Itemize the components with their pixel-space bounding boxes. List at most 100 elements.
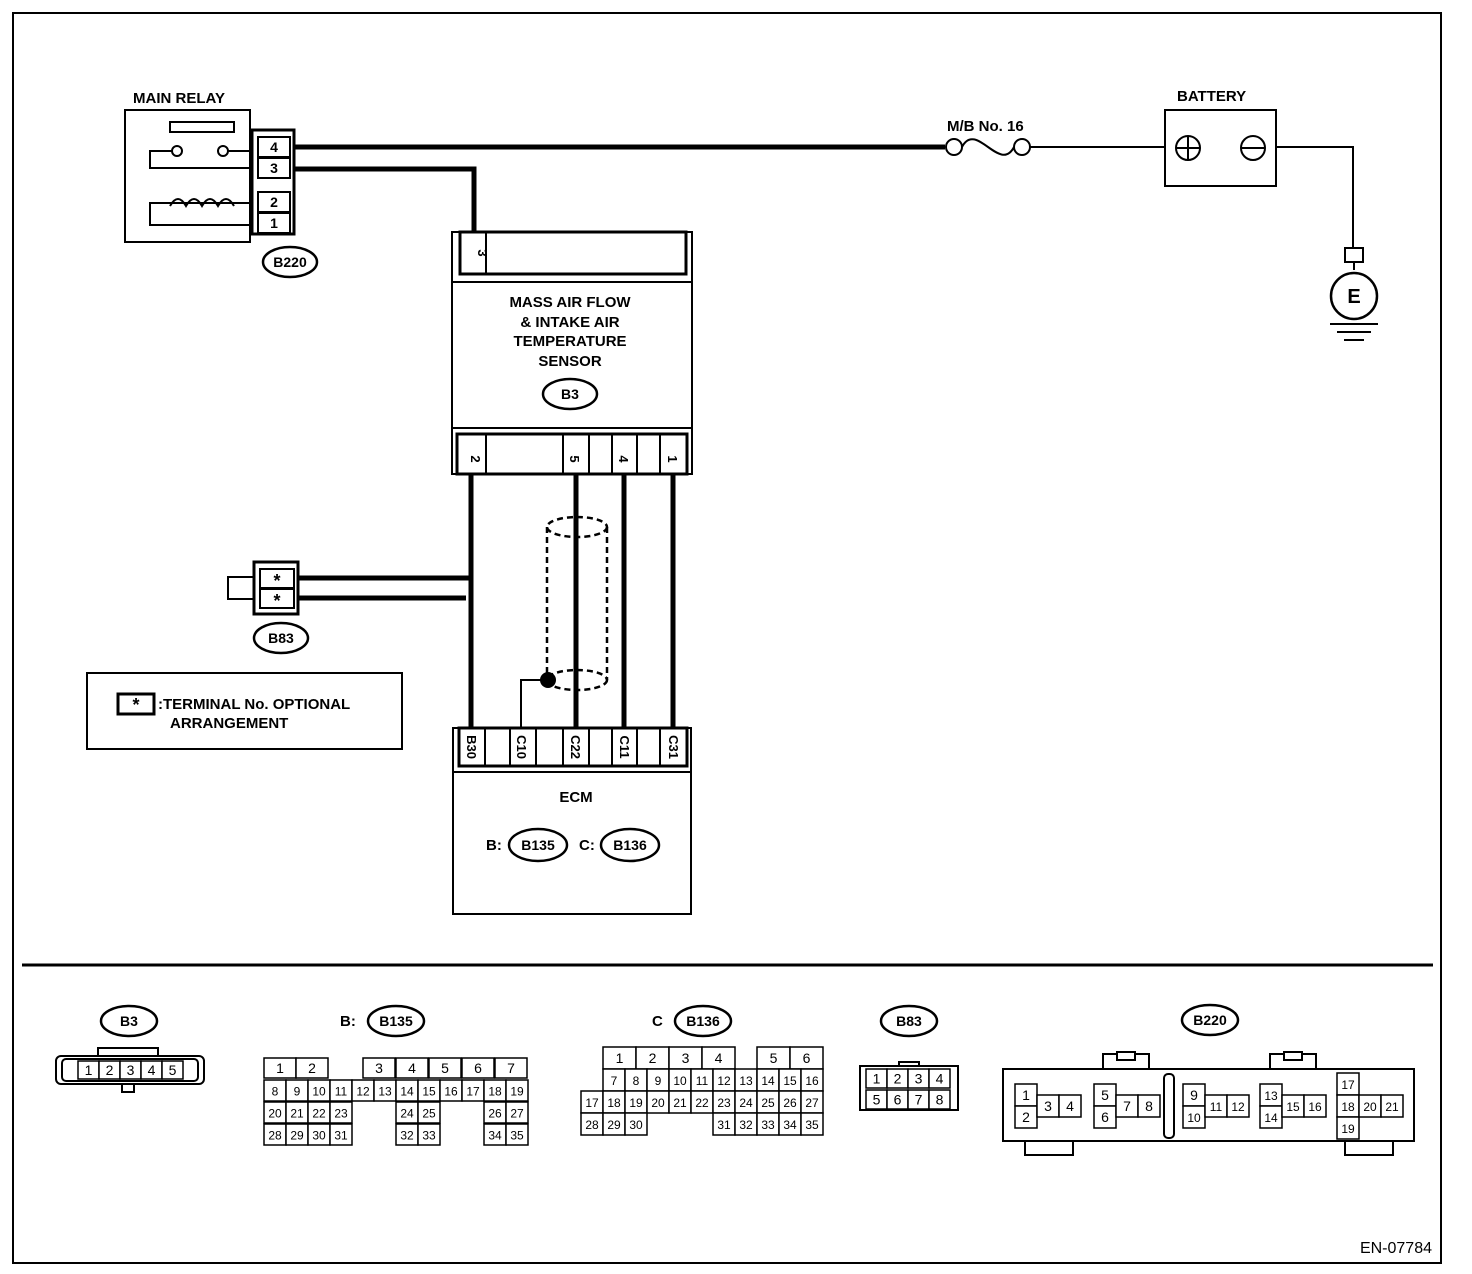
b83-view-pin-7: 7 xyxy=(915,1092,923,1108)
b135-pin-7: 7 xyxy=(507,1060,515,1076)
main-relay-title: MAIN RELAY xyxy=(133,90,225,107)
b136-pin-9: 9 xyxy=(655,1074,662,1088)
b135-pin-30: 30 xyxy=(312,1129,326,1143)
b136-pin-11: 11 xyxy=(696,1074,709,1088)
b135-pin-7-cell xyxy=(494,1057,528,1079)
b136-view-badge: B136 xyxy=(686,1013,720,1029)
b135-pin-10: 10 xyxy=(312,1085,326,1099)
b136-pin-13: 13 xyxy=(739,1074,753,1088)
b135-pin-3-cell xyxy=(362,1057,396,1079)
b3-view-pin-5: 5 xyxy=(169,1062,177,1078)
ecm-b-prefix: B: xyxy=(486,837,502,854)
b135-pin-5-cell xyxy=(428,1057,462,1079)
b220-view-pin-2: 2 xyxy=(1022,1109,1030,1125)
legend: * :TERMINAL No. OPTIONAL ARRANGEMENT xyxy=(86,672,403,750)
b136-pin-31: 31 xyxy=(717,1118,731,1132)
ecm-title: ECM xyxy=(559,789,592,806)
ecm-c-connector-badge: B136 xyxy=(613,837,647,853)
b135-pin-25-cell xyxy=(417,1101,441,1124)
b83-view-pin-1: 1 xyxy=(873,1071,881,1087)
b220-view-pin-11: 11 xyxy=(1210,1100,1223,1114)
b83-connector: * * B83 xyxy=(227,560,310,655)
b135-pin-35: 35 xyxy=(510,1129,524,1143)
b135-pin-2: 2 xyxy=(308,1060,316,1076)
b135-pin-31-cell xyxy=(329,1123,353,1146)
b136-pin-21: 21 xyxy=(673,1096,687,1110)
b136-pin-28: 28 xyxy=(585,1118,599,1132)
b3-view-badge: B3 xyxy=(120,1013,138,1029)
b83-view-pin-2: 2 xyxy=(894,1071,902,1087)
b136-pin-4: 4 xyxy=(715,1050,723,1066)
b220-view-pin-5: 5 xyxy=(1101,1087,1109,1103)
b135-pin-18: 18 xyxy=(488,1085,502,1099)
b83-view-pin-6: 6 xyxy=(894,1092,902,1108)
b135-pin-22: 22 xyxy=(312,1107,326,1121)
b135-pin-19: 19 xyxy=(510,1085,524,1099)
ground-icon xyxy=(1329,271,1379,321)
b136-pin-5: 5 xyxy=(770,1050,778,1066)
b220-view-pin-4-cell xyxy=(1058,1094,1082,1118)
b135-pin-8: 8 xyxy=(272,1085,279,1099)
b136-pin-34: 34 xyxy=(783,1118,797,1132)
maf-title-line-3: TEMPERATURE xyxy=(513,333,626,350)
b220-view-pin-3: 3 xyxy=(1044,1098,1052,1114)
b135-pin-4: 4 xyxy=(408,1060,416,1076)
b135-pin-4-cell xyxy=(395,1057,429,1079)
b135-pin-3: 3 xyxy=(375,1060,383,1076)
b220-view-pin-21: 21 xyxy=(1385,1100,1399,1114)
b220-view-pin-8: 8 xyxy=(1145,1098,1153,1114)
b135-pin-11: 11 xyxy=(335,1085,348,1099)
b135-pin-13: 13 xyxy=(378,1085,392,1099)
legend-line-2: ARRANGEMENT xyxy=(170,715,288,732)
ecm: B30 C10 C22 C11 C31 ECM B: B135 C: B136 xyxy=(452,726,692,915)
b136-pin-10: 10 xyxy=(673,1074,687,1088)
b83-view-badge: B83 xyxy=(896,1013,922,1029)
b135-pin-26: 26 xyxy=(488,1107,502,1121)
b135-pin-28: 28 xyxy=(268,1129,282,1143)
b135-pin-6: 6 xyxy=(474,1060,482,1076)
b135-pin-21: 21 xyxy=(290,1107,304,1121)
ecm-pin-c11: C11 xyxy=(617,735,632,758)
b220-view-pin-6: 6 xyxy=(1101,1109,1109,1125)
maf-top-pin-3: 3 xyxy=(475,249,490,256)
b220-view-pin-16-cell xyxy=(1303,1094,1327,1118)
b136-pin-22: 22 xyxy=(695,1096,709,1110)
fuse-mb-16: M/B No. 16 xyxy=(945,118,1031,156)
signal-wires xyxy=(298,474,676,728)
b220-view-pin-9: 9 xyxy=(1190,1087,1198,1103)
b136-pin-19: 19 xyxy=(629,1096,643,1110)
b135-pin-9: 9 xyxy=(294,1085,301,1099)
main-relay-connector-badge: B220 xyxy=(273,254,307,270)
ground-label: E xyxy=(1347,286,1360,308)
fuse-label: M/B No. 16 xyxy=(947,118,1024,135)
b83-view-pin-5: 5 xyxy=(873,1092,881,1108)
wires xyxy=(294,144,1354,248)
main-relay: MAIN RELAY 4 3 2 1 B220 xyxy=(124,90,319,279)
b136-pin-2: 2 xyxy=(649,1050,657,1066)
ecm-b-connector-badge: B135 xyxy=(521,837,555,853)
b135-pin-6-cell xyxy=(461,1057,495,1079)
main-relay-pin-3: 3 xyxy=(270,160,278,176)
b135-pin-5: 5 xyxy=(441,1060,449,1076)
b135-pin-34: 34 xyxy=(488,1129,502,1143)
b136-pin-16: 16 xyxy=(805,1074,819,1088)
shield xyxy=(545,515,609,692)
b135-pin-20: 20 xyxy=(268,1107,282,1121)
b3-view-pin-1: 1 xyxy=(85,1062,93,1078)
maf-connector-badge: B3 xyxy=(561,386,579,402)
b135-pin-29: 29 xyxy=(290,1129,304,1143)
b135-pin-35-cell xyxy=(505,1123,529,1146)
b83-view-pin-3: 3 xyxy=(915,1071,923,1087)
diagram-id: EN-07784 xyxy=(1360,1240,1432,1257)
battery-title: BATTERY xyxy=(1177,88,1246,105)
b136-pin-30-cell xyxy=(624,1112,648,1136)
ecm-pin-c31: C31 xyxy=(666,735,681,759)
b220-view-pin-19: 19 xyxy=(1341,1122,1355,1136)
b220-view-pin-21-cell xyxy=(1380,1094,1404,1118)
maf-pin-5: 5 xyxy=(567,455,582,462)
b136-pin-29: 29 xyxy=(607,1118,621,1132)
